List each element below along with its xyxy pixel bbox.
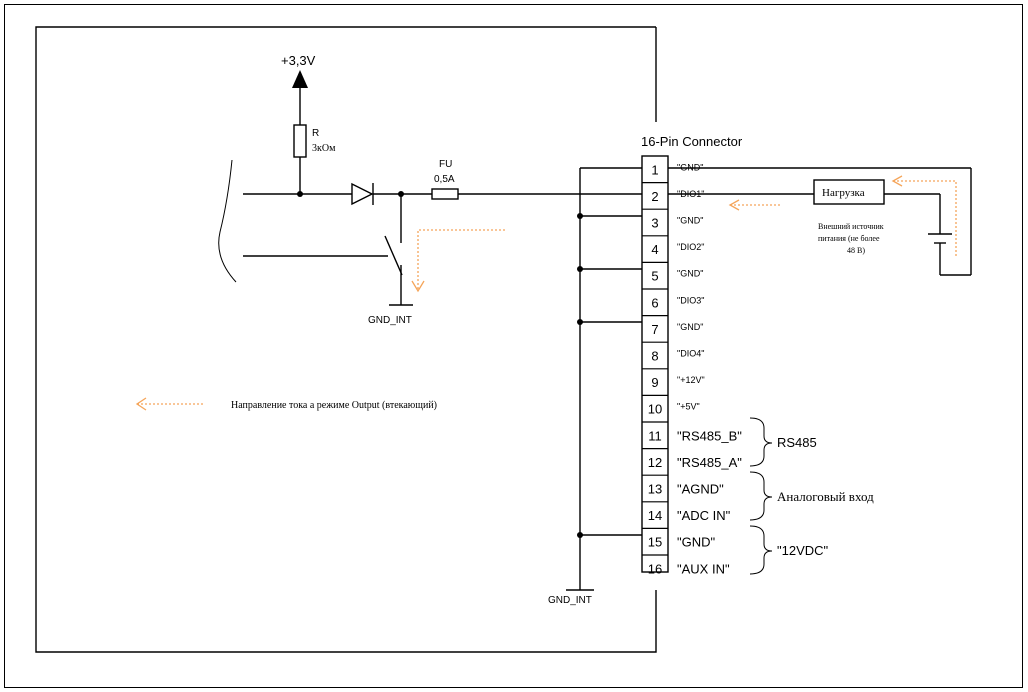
pin-number: 8 [651,349,658,364]
pin-number: 9 [651,375,658,390]
pin-name: "GND" [677,535,716,550]
pin-name: "DIO4" [677,349,704,359]
pin-number: 4 [651,242,658,257]
rs485-group-label: RS485 [777,435,817,450]
pin-number: 7 [651,322,658,337]
pin-number: 12 [648,455,662,470]
rs485-bracket [749,417,773,467]
pin-number: 11 [648,428,662,443]
pin-name: "+12V" [677,375,705,385]
ext-source-label-1: Внешний источник [818,222,884,231]
resistor-name: R [312,128,319,139]
junction-dot [577,532,583,538]
pin-number: 1 [651,162,658,177]
12vdc-group-label: "12VDC" [777,543,829,558]
connector-body [641,155,669,573]
switch-contact [384,235,403,276]
vcc-arrow-icon [292,70,308,88]
ext-source-label-3: 48 В) [847,246,865,255]
ext-current-arrow-icon [891,175,903,187]
pin-number: 2 [651,189,658,204]
legend-arrow-icon [135,397,147,411]
fuse-value: 0,5A [434,174,455,185]
12vdc-bracket [749,525,773,575]
pin-number: 5 [651,269,658,284]
current-flow-path [417,229,505,290]
analog-group-label: Аналоговый вход [777,489,874,504]
gnd-int-bottom-label: GND_INT [548,595,592,606]
pin-number: 16 [648,561,662,576]
pin-name: "RS485_A" [677,455,742,470]
gnd-int-left-label: GND_INT [368,315,412,326]
junction-dot [577,213,583,219]
connector-title: 16-Pin Connector [641,134,743,149]
junction-dot [577,319,583,325]
break-curve [218,159,237,283]
junction-dot [297,191,303,197]
load-label: Нагрузка [822,187,865,199]
pin-number: 6 [651,295,658,310]
fuse-name: FU [439,159,452,170]
connector-pins: 1"GND"2"DIO1"3"GND"4"DIO2"5"GND"6"DIO3"7… [642,162,742,576]
pin-number: 10 [648,402,662,417]
pin-number: 3 [651,216,658,231]
current-arrow-icon [411,280,425,293]
pin-name: "DIO2" [677,242,704,252]
pin-name: "ADC IN" [677,508,731,523]
pin-number: 14 [648,508,662,523]
pin-name: "GND" [677,269,703,279]
pin-name: "RS485_B" [677,428,742,443]
pin-name: "+5V" [677,402,700,412]
pin-number: 15 [648,535,662,550]
pin-name: "GND" [677,216,703,226]
diode-icon [351,182,374,206]
analog-bracket [749,471,773,521]
pin-name: "AUX IN" [677,561,730,576]
pin-name: "AGND" [677,482,724,497]
resistor-value: 3кОм [312,143,336,154]
ext-source-label-2: питания (не более [818,234,880,243]
load-box [813,179,885,205]
outer-frame [4,4,1023,688]
pin-number: 13 [648,482,662,497]
fuse-icon [431,188,459,200]
pin-name: "GND" [677,322,703,332]
ext-current-flow [893,180,957,258]
junction-dot [577,266,583,272]
device-enclosure [35,26,657,653]
legend-text: Направление тока а режиме Output (втекаю… [231,400,437,411]
resistor-icon [293,124,307,158]
dio1-current-arrow-icon [728,199,740,211]
vcc-label: +3,3V [281,53,316,68]
pin-name: "DIO3" [677,295,704,305]
